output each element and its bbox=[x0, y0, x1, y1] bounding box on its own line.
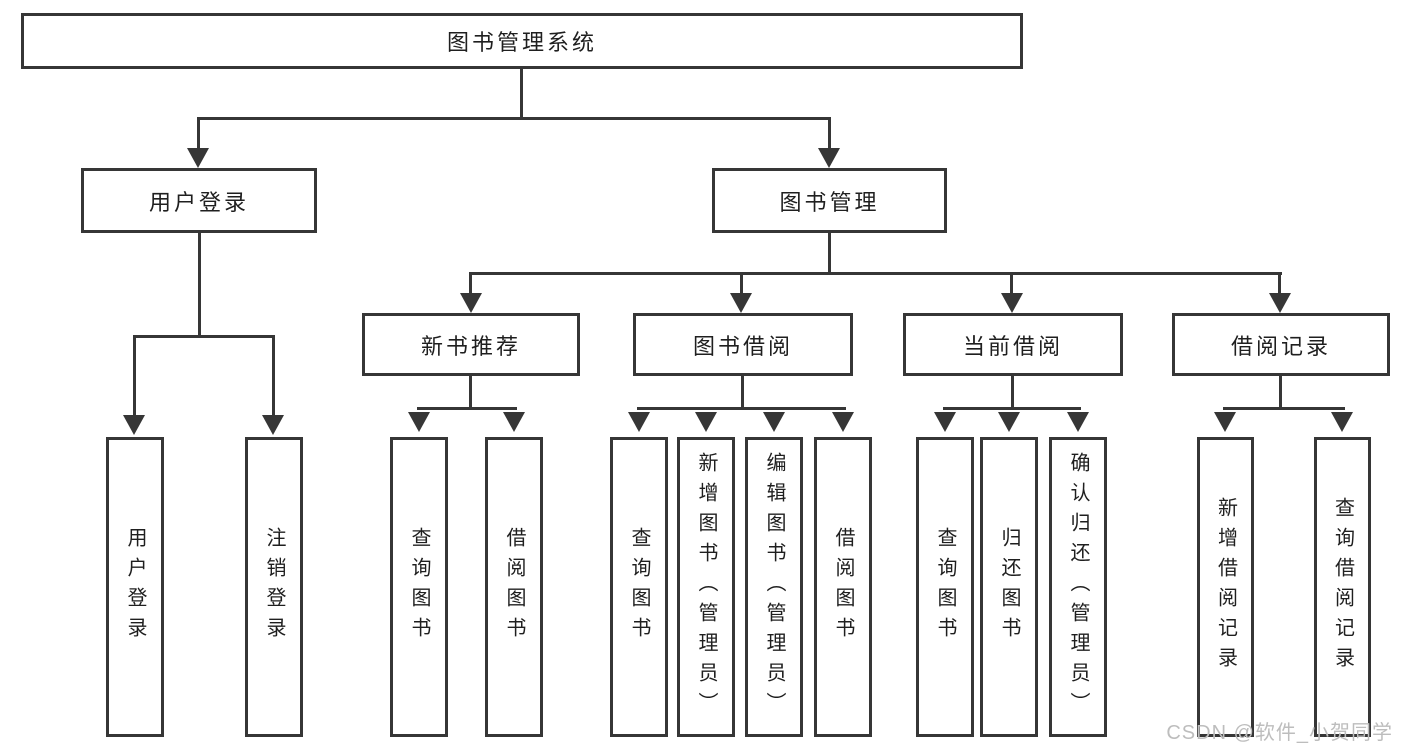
node-logout: 注销登录 bbox=[245, 437, 303, 737]
arrowhead-down-icon bbox=[730, 293, 752, 313]
arrowhead-down-icon bbox=[628, 412, 650, 432]
node-return-books: 归还图书 bbox=[980, 437, 1038, 737]
node-user-login-group: 用户登录 bbox=[81, 168, 317, 233]
node-query-borrow-record: 查询借阅记录 bbox=[1314, 437, 1371, 737]
connector-line bbox=[417, 407, 517, 410]
arrowhead-down-icon bbox=[408, 412, 430, 432]
connector-line bbox=[1010, 275, 1013, 293]
connector-line bbox=[1011, 376, 1014, 407]
node-book-borrowing: 图书借阅 bbox=[633, 313, 853, 376]
arrowhead-down-icon bbox=[262, 415, 284, 435]
node-new-book-recommend: 新书推荐 bbox=[362, 313, 580, 376]
arrowhead-down-icon bbox=[818, 148, 840, 168]
node-borrow-records: 借阅记录 bbox=[1172, 313, 1390, 376]
node-current-borrowing: 当前借阅 bbox=[903, 313, 1123, 376]
connector-line bbox=[740, 275, 743, 293]
node-borrowing-query-books: 查询图书 bbox=[610, 437, 668, 737]
arrowhead-down-icon bbox=[460, 293, 482, 313]
arrowhead-down-icon bbox=[998, 412, 1020, 432]
connector-line bbox=[469, 275, 472, 293]
connector-line bbox=[198, 233, 201, 335]
arrowhead-down-icon bbox=[187, 148, 209, 168]
node-add-borrow-record: 新增借阅记录 bbox=[1197, 437, 1254, 737]
connector-line bbox=[469, 272, 1282, 275]
connector-line bbox=[1223, 407, 1345, 410]
connector-line bbox=[828, 233, 831, 272]
arrowhead-down-icon bbox=[1214, 412, 1236, 432]
arrowhead-down-icon bbox=[1269, 293, 1291, 313]
node-edit-books-admin: 编辑图书（管理员） bbox=[745, 437, 803, 737]
arrowhead-down-icon bbox=[1331, 412, 1353, 432]
node-book-management: 图书管理 bbox=[712, 168, 947, 233]
connector-line bbox=[637, 407, 846, 410]
arrowhead-down-icon bbox=[832, 412, 854, 432]
connector-line bbox=[1278, 275, 1281, 293]
node-borrowing-borrow-books: 借阅图书 bbox=[814, 437, 872, 737]
arrowhead-down-icon bbox=[763, 412, 785, 432]
connector-line bbox=[469, 376, 472, 407]
connector-line bbox=[133, 338, 136, 415]
connector-line bbox=[133, 335, 275, 338]
node-recommend-query-books: 查询图书 bbox=[390, 437, 448, 737]
connector-line bbox=[943, 407, 1081, 410]
arrowhead-down-icon bbox=[123, 415, 145, 435]
connector-line bbox=[197, 120, 200, 148]
arrowhead-down-icon bbox=[695, 412, 717, 432]
connector-line bbox=[828, 120, 831, 148]
node-confirm-return-admin: 确认归还（管理员） bbox=[1049, 437, 1107, 737]
connector-line bbox=[520, 69, 523, 118]
connector-line bbox=[1279, 376, 1282, 407]
connector-line bbox=[197, 117, 831, 120]
arrowhead-down-icon bbox=[934, 412, 956, 432]
connector-line bbox=[741, 376, 744, 407]
node-user-login: 用户登录 bbox=[106, 437, 164, 737]
arrowhead-down-icon bbox=[1067, 412, 1089, 432]
node-current-query-books: 查询图书 bbox=[916, 437, 974, 737]
node-add-books-admin: 新增图书（管理员） bbox=[677, 437, 735, 737]
csdn-watermark: CSDN @软件_小贺同学 bbox=[1166, 722, 1393, 744]
connector-line bbox=[272, 338, 275, 415]
arrowhead-down-icon bbox=[503, 412, 525, 432]
arrowhead-down-icon bbox=[1001, 293, 1023, 313]
node-library-system: 图书管理系统 bbox=[21, 13, 1023, 69]
node-recommend-borrow-books: 借阅图书 bbox=[485, 437, 543, 737]
